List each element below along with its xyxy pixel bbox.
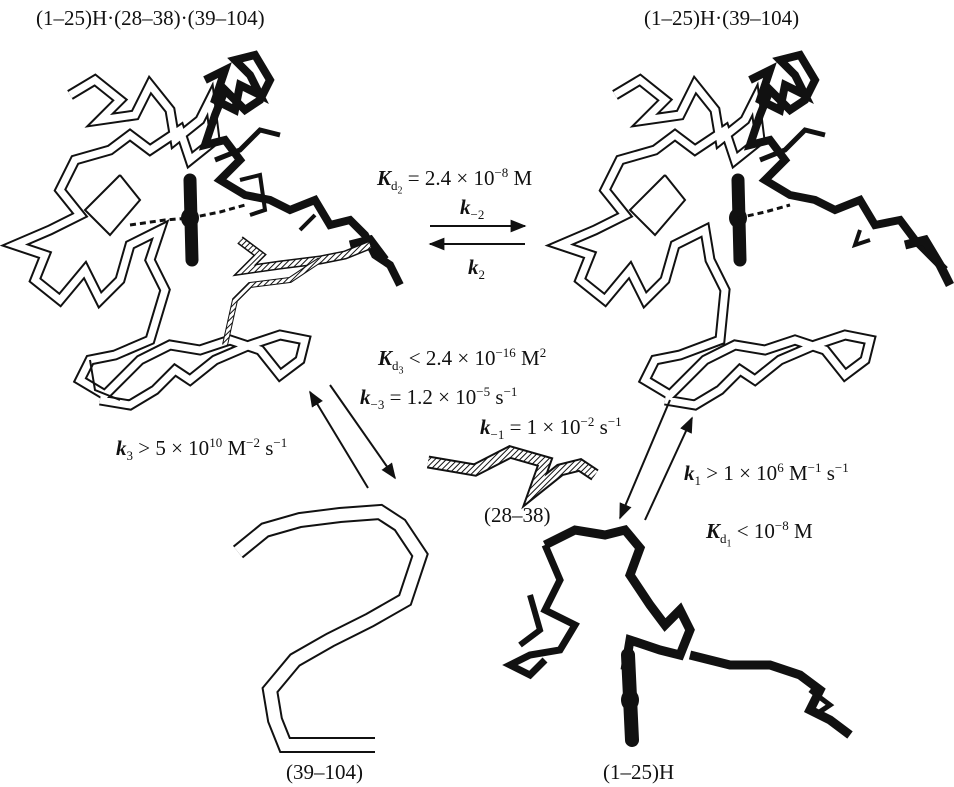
complex-left-structure bbox=[15, 55, 400, 405]
equation-kd3: Kd3 < 2.4 × 10−16 M2 bbox=[378, 345, 546, 377]
label-complex-right: (1–25)H·(39–104) bbox=[644, 6, 799, 31]
complex-right-structure bbox=[560, 55, 950, 405]
equation-k-minus1: k−1 = 1 × 10−2 s−1 bbox=[480, 414, 622, 443]
equation-kd1: Kd1 < 10−8 M bbox=[706, 518, 813, 550]
equation-k2: k2 bbox=[468, 255, 485, 283]
equation-k-minus2: k−2 bbox=[460, 195, 484, 223]
equation-k-minus3: k−3 = 1.2 × 10−5 s−1 bbox=[360, 384, 517, 413]
fragment-28-38-structure bbox=[428, 452, 595, 490]
label-fragment-28-38: (28–38) bbox=[484, 503, 551, 528]
label-fragment-1-25H: (1–25)H bbox=[603, 760, 674, 785]
equation-k3: k3 > 5 × 1010 M−2 s−1 bbox=[116, 435, 287, 464]
label-complex-left: (1–25)H·(28–38)·(39–104) bbox=[36, 6, 265, 31]
fragment-1-25H-structure bbox=[510, 530, 850, 740]
arrow-k-minus1 bbox=[620, 400, 670, 518]
fragment-39-104-structure bbox=[238, 512, 420, 745]
complex-left-black-backbone bbox=[205, 55, 400, 285]
equation-k1: k1 > 1 × 106 M−1 s−1 bbox=[684, 460, 849, 489]
label-fragment-39-104: (39–104) bbox=[286, 760, 363, 785]
equation-kd2: Kd2 = 2.4 × 10−8 M bbox=[377, 165, 532, 197]
